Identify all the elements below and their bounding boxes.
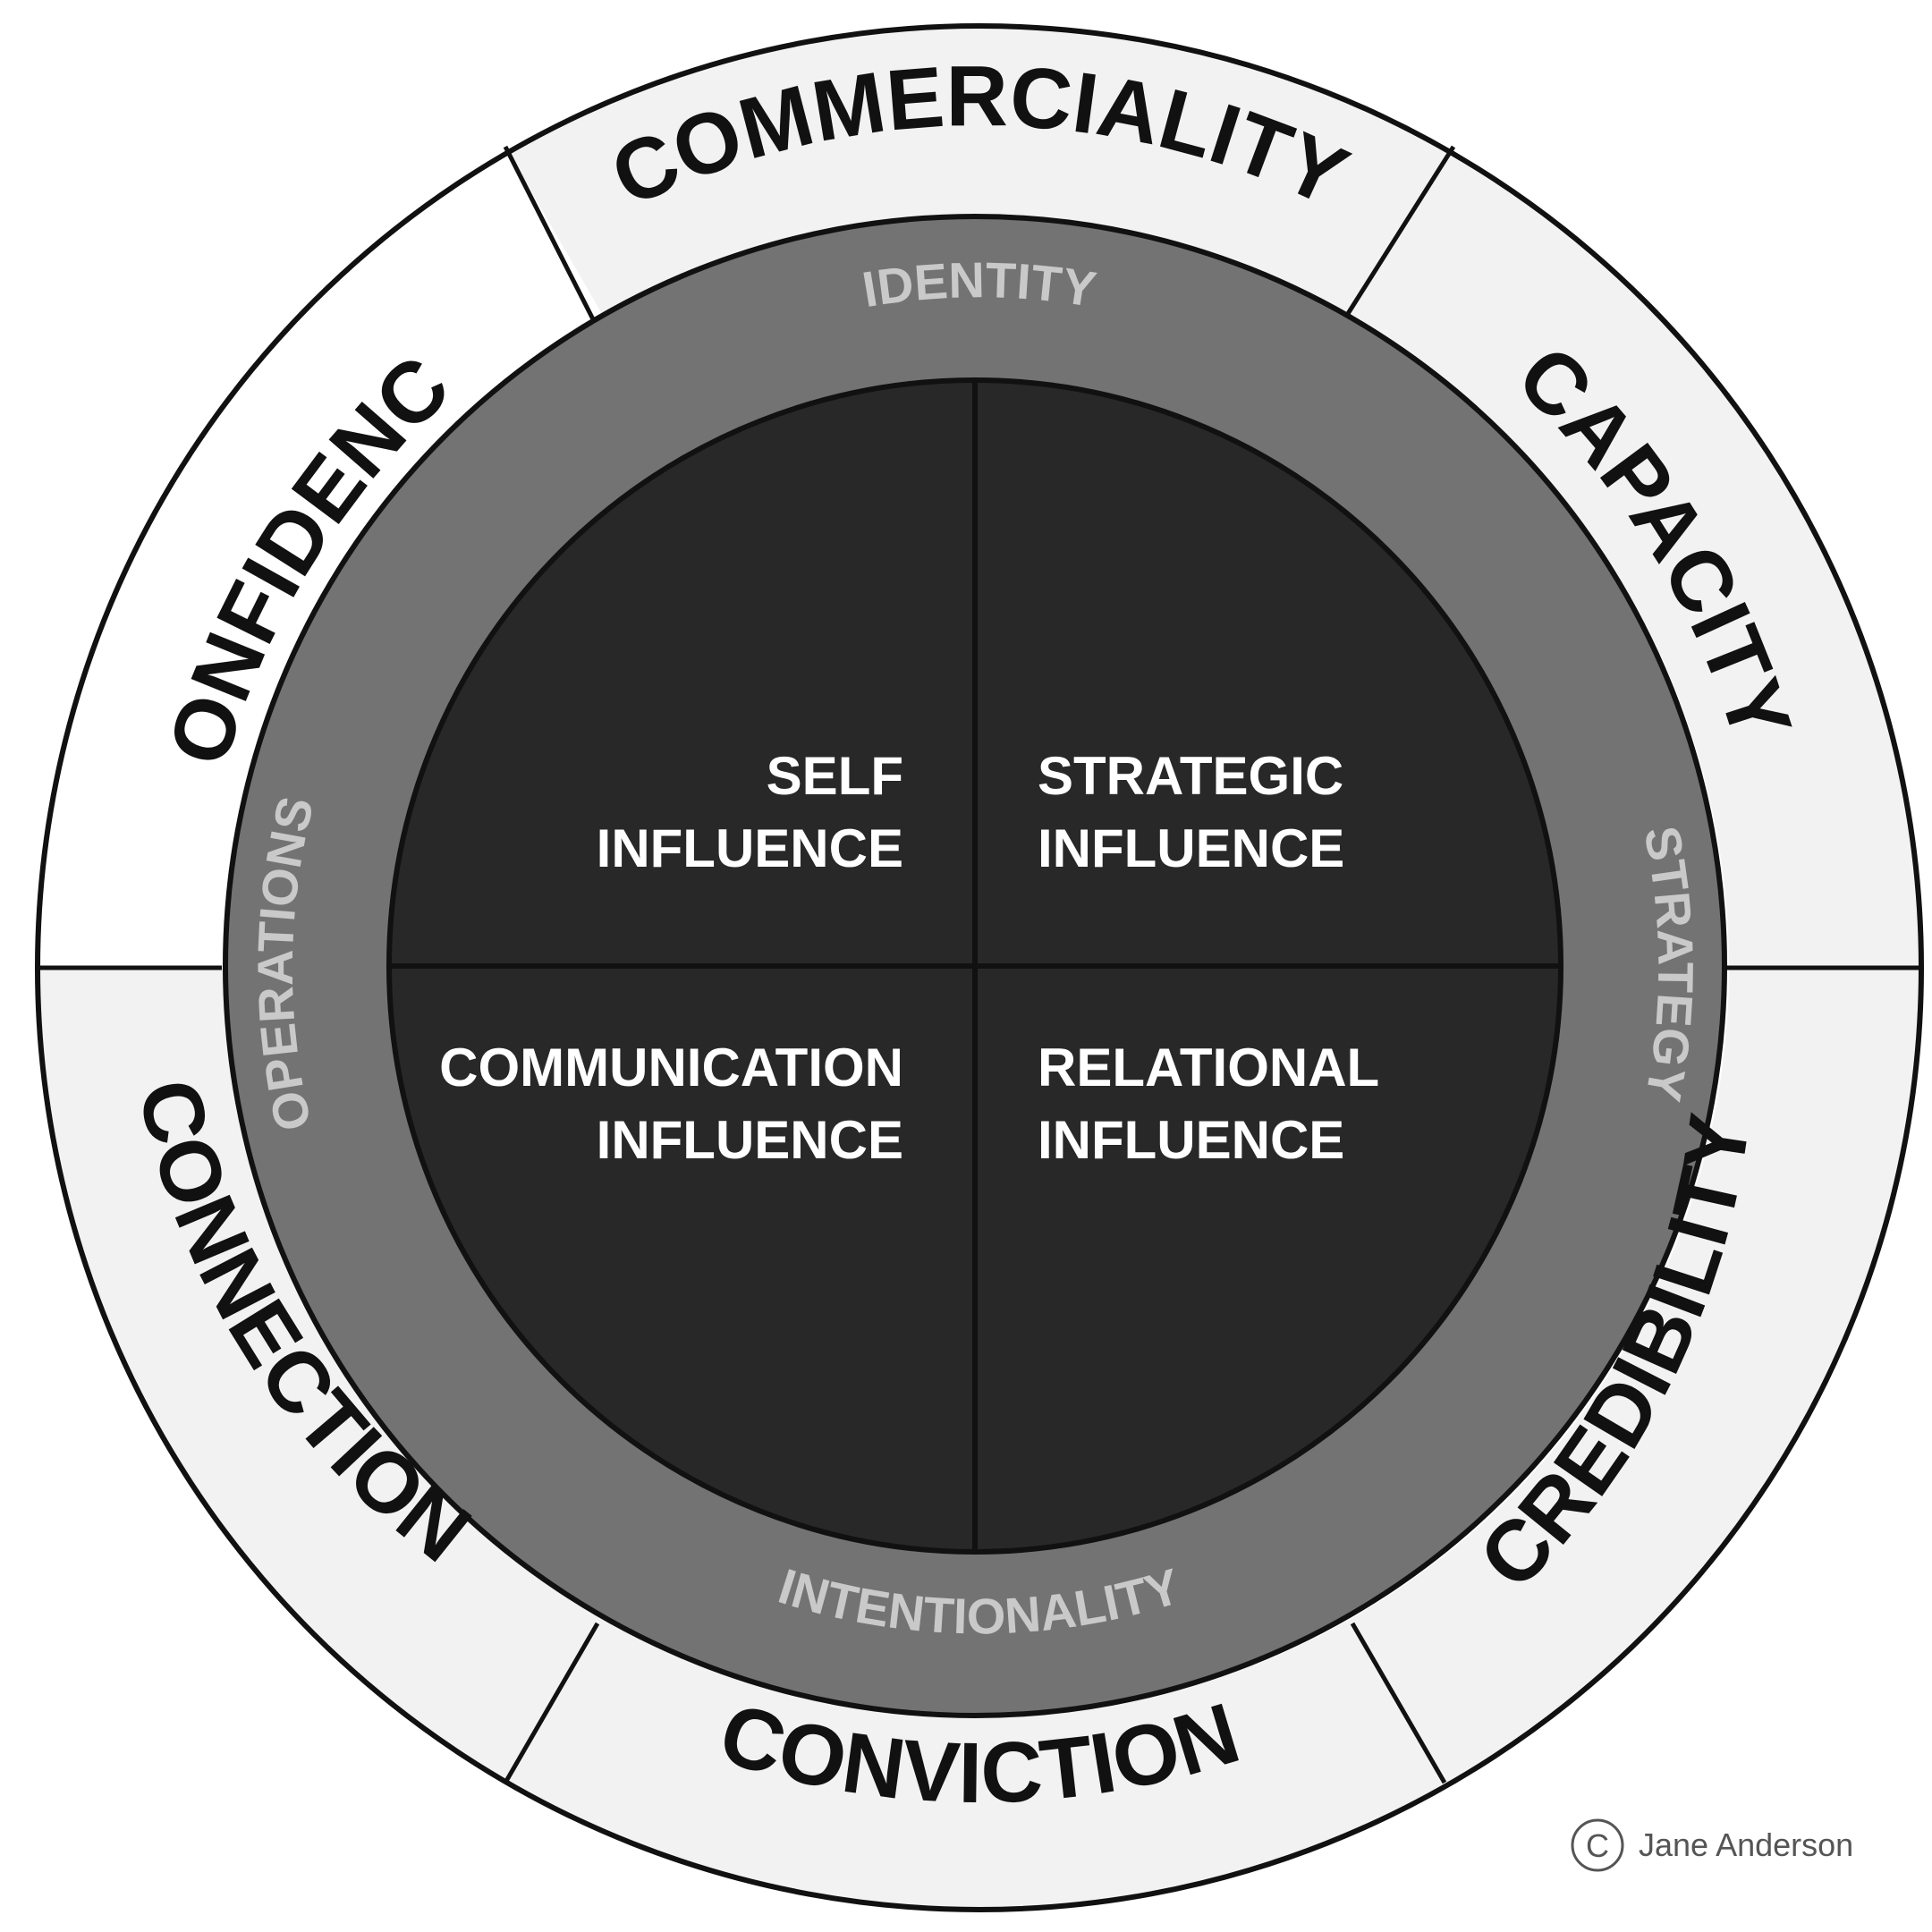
middle-label-identity: IDENTITY <box>859 251 1100 318</box>
outer-ring-dividers <box>38 145 1921 1784</box>
quadrant-strategic-line1: STRATEGIC <box>1038 746 1343 806</box>
quadrant-communication-line1: COMMUNICATION <box>439 1038 903 1097</box>
quadrant-self-line1: SELF <box>767 746 903 806</box>
outer-segment-credibility <box>1354 968 1921 1784</box>
divider-commerciality-confidence <box>503 145 595 320</box>
outer-ring-segments <box>38 26 1921 1910</box>
copyright-symbol: C <box>1586 1827 1609 1864</box>
quadrant-communication-line2: INFLUENCE <box>597 1110 903 1170</box>
quadrant-self-line2: INFLUENCE <box>597 818 903 878</box>
outer-segment-confidence <box>38 152 605 969</box>
copyright-credit: C Jane Anderson <box>1571 1818 1853 1872</box>
copyright-icon <box>1571 1818 1624 1872</box>
divider-commerciality-capacity <box>1342 145 1456 321</box>
outer-segment-conviction <box>508 1616 1451 1910</box>
credit-name: Jane Anderson <box>1639 1826 1853 1863</box>
outer-segment-capacity <box>1354 152 1921 969</box>
quadrant-relational-line1: RELATIONAL <box>1038 1038 1379 1097</box>
quadrant-strategic-line2: INFLUENCE <box>1038 818 1344 878</box>
outer-segment-commerciality <box>508 26 1451 319</box>
outer-segment-connection <box>38 968 605 1784</box>
quadrant-relational-line2: INFLUENCE <box>1038 1110 1344 1170</box>
divider-credibility-conviction <box>1350 1622 1447 1784</box>
divider-conviction-connection <box>503 1622 600 1784</box>
